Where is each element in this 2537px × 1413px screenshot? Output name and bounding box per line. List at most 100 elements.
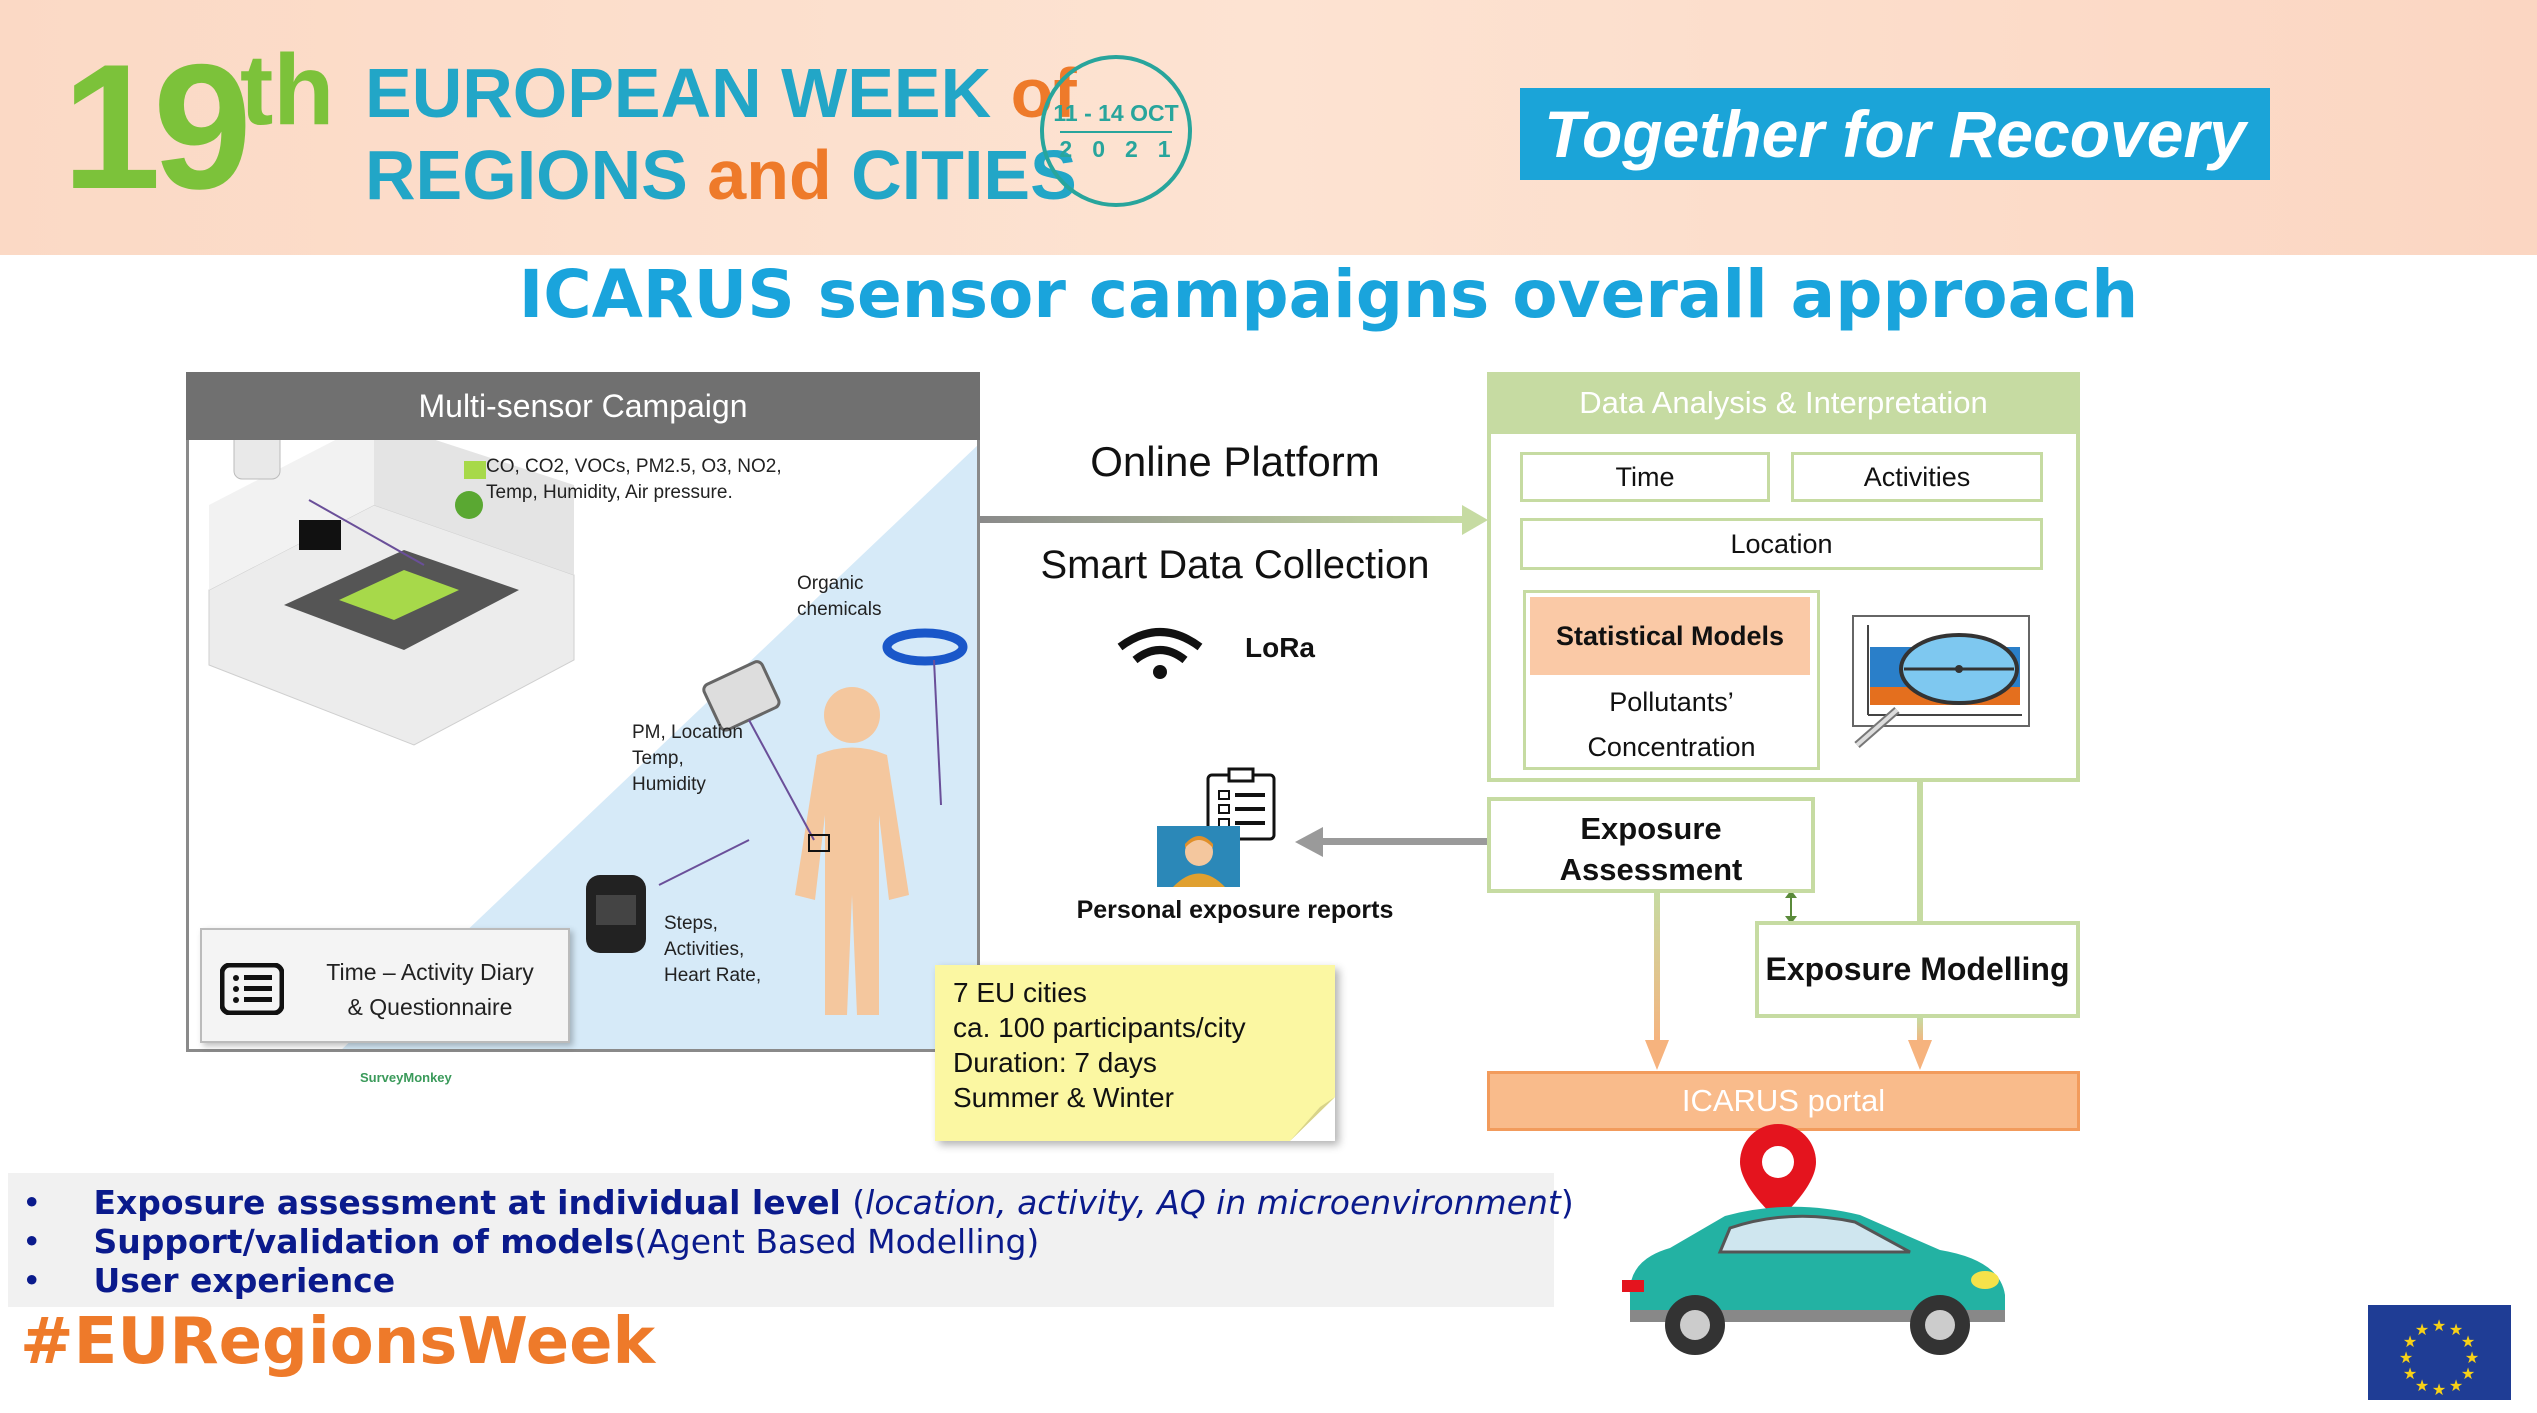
label-line: Pollutants’: [1609, 687, 1734, 717]
exposure-modelling-box: Exposure Modelling: [1755, 921, 2080, 1018]
hashtag: #EURegionsWeek: [20, 1305, 656, 1379]
connector-line: [1654, 893, 1660, 1043]
stat-models-label: Statistical Models: [1530, 597, 1810, 675]
key-point: • Support/validation of models(Agent Base…: [22, 1222, 1039, 1261]
pointer-line: [658, 839, 750, 886]
belt-sensor-icon: [808, 834, 830, 852]
key-point-bold: Support/validation of models: [93, 1222, 635, 1261]
event-title-line1: EUROPEAN WEEK of: [365, 55, 1077, 131]
smart-data-label: Smart Data Collection: [1040, 543, 1430, 587]
diary-box: [200, 928, 570, 1043]
car-window: [1717, 1214, 1911, 1254]
svg-text:★: ★: [2399, 1348, 2413, 1367]
date-year: 2021: [1059, 136, 1191, 162]
list-icon: [220, 963, 284, 1015]
label-line: Organic: [797, 573, 864, 594]
note-line: ca. 100 participants/city: [953, 1012, 1246, 1043]
title-text: REGIONS: [365, 136, 708, 214]
label-line: Heart Rate,: [664, 965, 762, 986]
svg-text:★: ★: [2449, 1320, 2463, 1339]
connector-arrow: [1785, 890, 1797, 898]
multisensor-header: Multi-sensor Campaign: [186, 372, 980, 440]
connector-line: [1917, 782, 1923, 921]
plant-icon: [455, 491, 483, 519]
label-line: chemicals: [797, 599, 882, 620]
wifi-icon: [1117, 628, 1203, 679]
organic-label: Organic chemicals: [797, 571, 881, 623]
svg-text:★: ★: [2432, 1380, 2446, 1399]
label-line: & Questionnaire: [347, 994, 513, 1020]
svg-text:★: ★: [2403, 1364, 2417, 1383]
picture-icon: [464, 461, 486, 479]
label-line: Activities,: [664, 939, 745, 960]
eu-stars: ★★★★ ★★★★ ★★★★: [2399, 1316, 2479, 1399]
arrow-to-analysis: [980, 505, 1488, 535]
svg-text:★: ★: [2432, 1316, 2446, 1335]
date-badge: [1040, 55, 1192, 207]
date-range: 11 - 14 OCT: [1053, 100, 1179, 126]
car-icon: [1622, 1124, 2005, 1355]
person-body-icon: [795, 747, 909, 1015]
svg-text:★: ★: [2415, 1320, 2429, 1339]
analysis-header: Data Analysis & Interpretation: [1487, 372, 2080, 434]
pen-icon: [1854, 706, 1900, 749]
key-points-box: [8, 1173, 1554, 1307]
note-fold-icon: [1290, 1097, 1335, 1141]
label-line: Time – Activity Diary: [326, 959, 534, 985]
label-line: Exposure: [1580, 811, 1722, 846]
wristband-icon: [882, 628, 968, 666]
pointer-line: [308, 499, 425, 566]
connector-line: [1790, 894, 1792, 920]
model-chart-icon: [1852, 615, 2030, 727]
label-line: Assessment: [1559, 852, 1743, 887]
clipboard-icon: [1206, 767, 1276, 841]
key-point-bold: Exposure assessment at individual level: [93, 1183, 853, 1222]
date-divider: [1060, 131, 1172, 133]
pollutants-concentration: Pollutants’Concentration: [1523, 680, 1820, 770]
key-point-text: (Agent Based Modelling): [634, 1222, 1040, 1261]
room-wall-icon: [209, 420, 374, 590]
edition-number: 19: [62, 27, 252, 226]
table-icon: [339, 570, 459, 620]
note-line: Duration: 7 days: [953, 1047, 1157, 1078]
lora-logo: LoRa: [1245, 632, 1315, 663]
title-text: EUROPEAN WEEK: [365, 54, 1011, 132]
user-avatar-icon: [1157, 826, 1240, 887]
car-body: [1629, 1206, 2005, 1320]
title-text-accent: and: [707, 136, 832, 214]
watch-screen-icon: [596, 895, 636, 925]
campaign-note: [935, 965, 1335, 1141]
activities-box: Activities: [1791, 452, 2043, 502]
note-text: 7 EU cities ca. 100 participants/city Du…: [953, 975, 1246, 1115]
tv-icon: [299, 520, 341, 550]
key-point-text: ): [1560, 1183, 1574, 1222]
label-line: Humidity: [632, 774, 706, 795]
bullet-mark: •: [22, 1183, 42, 1222]
edition-suffix: th: [240, 34, 335, 146]
diary-label: Time – Activity Diary & Questionnaire: [300, 955, 560, 1025]
online-platform-label: Online Platform: [1090, 438, 1380, 485]
key-point-text: (: [852, 1183, 866, 1222]
time-box: Time: [1520, 452, 1770, 502]
bullet-mark: •: [22, 1222, 42, 1261]
surveymonkey-logo: SurveyMonkey: [360, 1070, 452, 1085]
connector-arrow: [1908, 1040, 1932, 1070]
personal-reports-label: Personal exposure reports: [1076, 896, 1394, 924]
slogan-badge: Together for Recovery: [1520, 88, 2270, 180]
pollutants-label: CO, CO2, VOCs, PM2.5, O3, NO2,Temp, Humi…: [486, 454, 782, 506]
svg-text:★: ★: [2465, 1348, 2479, 1367]
event-title-line2: REGIONS and CITIES: [365, 137, 1077, 213]
svg-text:★: ★: [2403, 1332, 2417, 1351]
label-line: PM, Location: [632, 722, 743, 743]
key-point: • Exposure assessment at individual level…: [22, 1183, 1574, 1222]
flow-connectors: [1645, 782, 1932, 1070]
key-point-bold: User experience: [93, 1261, 396, 1300]
person-head-icon: [824, 687, 880, 743]
label-line: Steps,: [664, 913, 718, 934]
steps-label: Steps, Activities, Heart Rate,: [664, 911, 761, 989]
eu-flag-icon: ★★★★ ★★★★ ★★★★: [2368, 1305, 2511, 1400]
arrow-to-reports: [1295, 827, 1490, 857]
connector-arrow: [1785, 916, 1797, 924]
